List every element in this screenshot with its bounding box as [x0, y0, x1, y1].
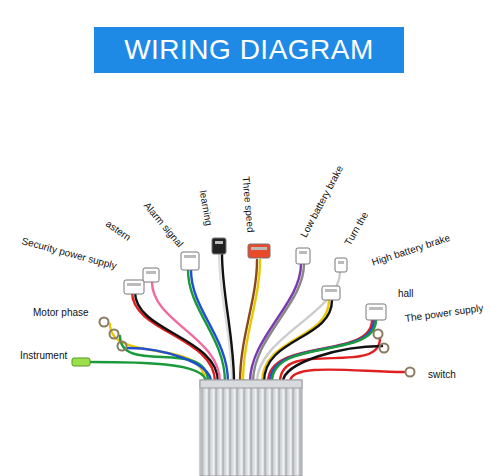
wire-part: [283, 346, 382, 382]
wire-part: [146, 271, 156, 274]
wire-part: [335, 258, 347, 272]
wire-part: [374, 330, 383, 339]
title-banner: [94, 27, 404, 73]
wire-part: [322, 286, 340, 300]
wire-label: astern: [104, 217, 133, 242]
wire-label: Security power supply: [21, 235, 118, 271]
wire-label: learning: [198, 189, 215, 226]
wire-part: [200, 380, 302, 388]
wire-part: [296, 248, 310, 264]
wire-label: Instrument: [20, 350, 67, 361]
wire-label: The power supply: [404, 302, 484, 324]
wire-part: [325, 289, 337, 292]
wire-part: [200, 380, 302, 476]
wire-part: [380, 344, 389, 353]
wire-part: [369, 307, 383, 310]
wire-part: [406, 368, 415, 377]
wire-label: hall: [398, 288, 414, 299]
wire-part: [338, 261, 344, 264]
wire-label: switch: [428, 369, 456, 380]
wire-part: [181, 252, 199, 270]
wire-part: [243, 260, 260, 382]
wire-part: [290, 370, 404, 383]
wire-part: [110, 330, 119, 339]
wire-part: [127, 283, 141, 286]
wire-part: [299, 251, 307, 254]
wire-label: Motor phase: [33, 307, 89, 318]
wire-part: [124, 280, 144, 294]
wire-part: [212, 238, 226, 254]
wire-label: Alarm signal: [142, 199, 186, 248]
wire-part: [184, 255, 196, 258]
wire-part: [118, 342, 127, 351]
wire-part: [219, 254, 232, 382]
wire-part: [120, 336, 208, 382]
wire: [90, 254, 404, 382]
wire-part: [90, 362, 206, 382]
wire-part: [110, 324, 205, 382]
wire-part: [143, 268, 159, 282]
title: WIRING DIAGRAM: [94, 27, 404, 73]
wire-label: High battery brake: [370, 232, 451, 268]
wire-part: [222, 254, 234, 382]
wire-part: [366, 304, 386, 320]
wire-part: [100, 318, 109, 327]
wire-part: [248, 244, 270, 258]
wire-part: [251, 247, 267, 250]
connector-plug: [72, 238, 415, 377]
wire-label: Low battery brake: [298, 163, 345, 238]
wire-part: [240, 260, 257, 382]
wire-label: Turn the: [342, 209, 370, 246]
wire-part: [135, 292, 218, 382]
controller-box: [200, 380, 302, 476]
wire-label: Three speed: [241, 176, 257, 233]
wire-part: [215, 241, 223, 244]
wire-part: [72, 358, 90, 366]
